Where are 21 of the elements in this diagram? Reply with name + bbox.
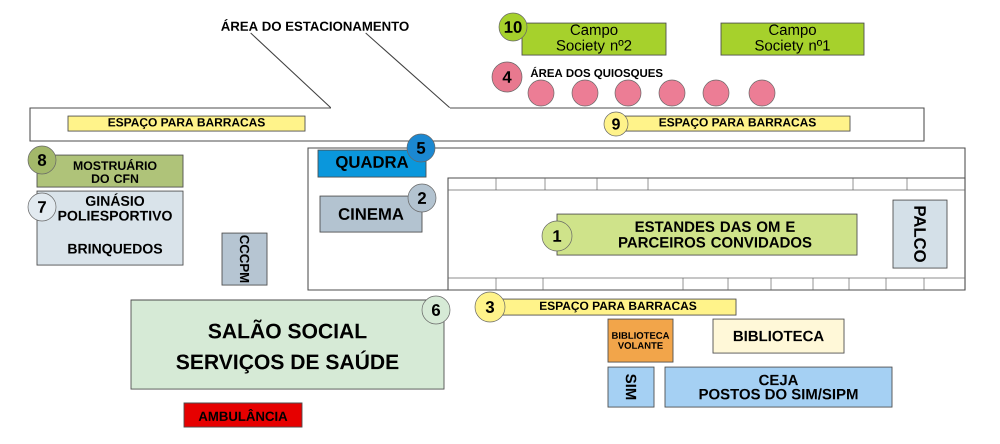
area-box: CCCPM [222, 232, 268, 286]
area-box: SIM [608, 366, 654, 408]
stage-box: PALCO [892, 200, 948, 268]
tent-area-box: ESPAÇO PARA BARRACAS [68, 116, 306, 132]
kiosk-circle [614, 80, 642, 106]
leader-line [250, 32, 332, 108]
kiosk-circle [658, 80, 686, 106]
kiosk-circle [702, 80, 730, 106]
area-box: BIBLIOTECA VOLANTE [608, 318, 674, 362]
area-outline [29, 107, 925, 142]
field-box: Campo Society nº1 [720, 22, 864, 56]
kiosk-circle [528, 80, 554, 106]
area-box: CEJA POSTOS DO SIM/SIPM [664, 366, 892, 408]
leader-line [365, 32, 450, 108]
stall-area-outline [447, 177, 966, 291]
area-label: ÁREA DO ESTACIONAMENTO [221, 19, 409, 31]
area-label: ÁREA DOS QUIOSQUES [530, 66, 663, 80]
kiosk-circle [572, 80, 598, 106]
area-box: AMBULÂNCIA [184, 402, 302, 428]
area-box: BIBLIOTECA [712, 318, 844, 354]
kiosk-circle [748, 80, 776, 106]
